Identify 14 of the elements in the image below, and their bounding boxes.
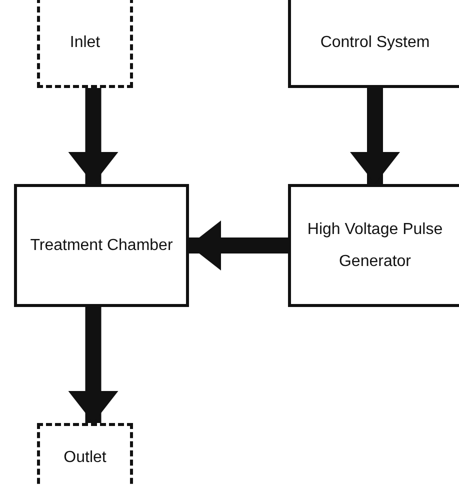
process-box — [288, 0, 459, 88]
process-box — [288, 184, 459, 307]
node-label: Treatment Chamber — [30, 236, 173, 256]
dashed-box — [37, 0, 133, 88]
arrow — [68, 88, 118, 184]
arrow — [189, 220, 288, 270]
process-box — [14, 184, 189, 307]
node-label: Inlet — [70, 32, 100, 52]
dashed-box — [37, 423, 133, 487]
node-label: Outlet — [64, 448, 106, 468]
arrow — [350, 88, 400, 184]
node-label: High Voltage Pulse Generator — [306, 220, 444, 272]
node-label: Control System — [320, 32, 430, 52]
arrow — [68, 307, 118, 423]
